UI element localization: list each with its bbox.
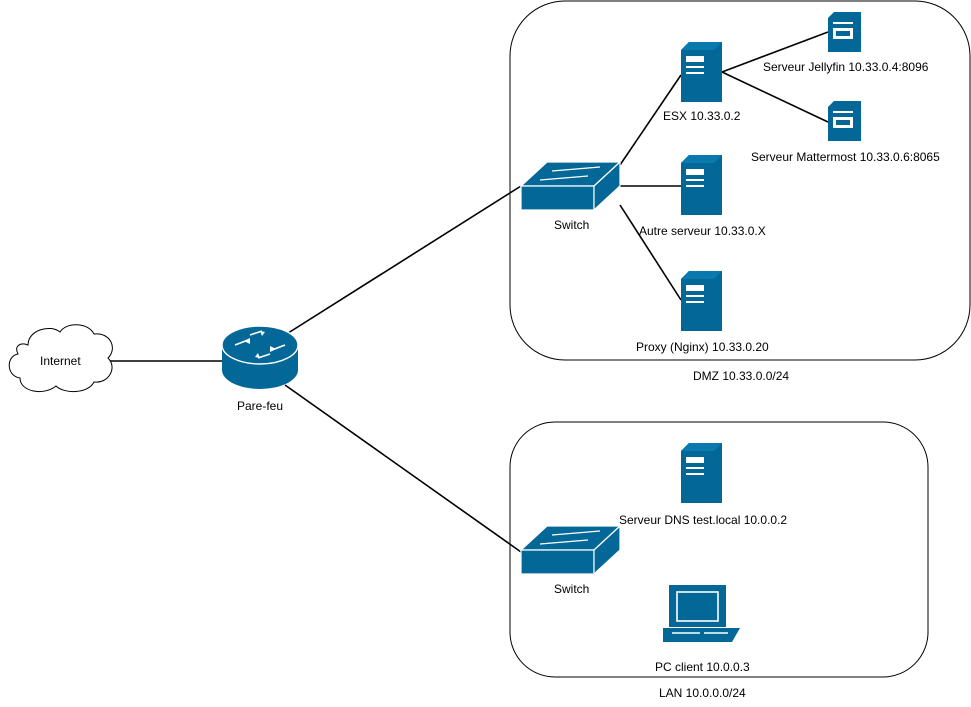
link-firewall-switch-lan (284, 384, 522, 553)
esx-label: ESX 10.33.0.2 (663, 109, 741, 123)
server-tower-icon (681, 271, 722, 331)
link-esx-mattermost (721, 71, 829, 123)
pc-client-label: PC client 10.0.0.3 (655, 660, 750, 674)
firewall-label: Pare-feu (237, 399, 284, 413)
switch-icon (519, 524, 622, 576)
dmz-zone-label: DMZ 10.33.0.0/24 (693, 369, 790, 383)
link-firewall-switch-dmz (284, 185, 522, 336)
link-esx-jellyfin (721, 31, 829, 73)
switch-icon (519, 160, 622, 212)
server-tower-icon (681, 443, 722, 503)
dns-label: Serveur DNS test.local 10.0.0.2 (619, 513, 788, 527)
dmz-zone (509, 0, 971, 361)
virtual-server-icon (828, 101, 861, 141)
internet-label: Internet (40, 354, 81, 368)
autre-serveur-label: Autre serveur 10.33.0.X (639, 224, 766, 238)
jellyfin-label: Serveur Jellyfin 10.33.0.4:8096 (763, 60, 929, 74)
link-switch-esx (619, 74, 682, 166)
link-switch-proxy (619, 204, 682, 301)
pc-icon (663, 585, 740, 642)
cloud-icon (8, 324, 113, 393)
router-icon (221, 325, 299, 389)
proxy-label: Proxy (Nginx) 10.33.0.20 (636, 340, 769, 354)
virtual-server-icon (828, 12, 861, 52)
switch-dmz-label: Switch (554, 218, 590, 232)
server-tower-icon (681, 42, 722, 102)
mattermost-label: Serveur Mattermost 10.33.0.6:8065 (751, 150, 940, 164)
switch-lan-label: Switch (554, 582, 590, 596)
lan-zone (509, 421, 929, 678)
lan-zone-label: LAN 10.0.0.0/24 (659, 686, 746, 700)
connections (108, 31, 829, 553)
server-tower-icon (681, 155, 722, 215)
